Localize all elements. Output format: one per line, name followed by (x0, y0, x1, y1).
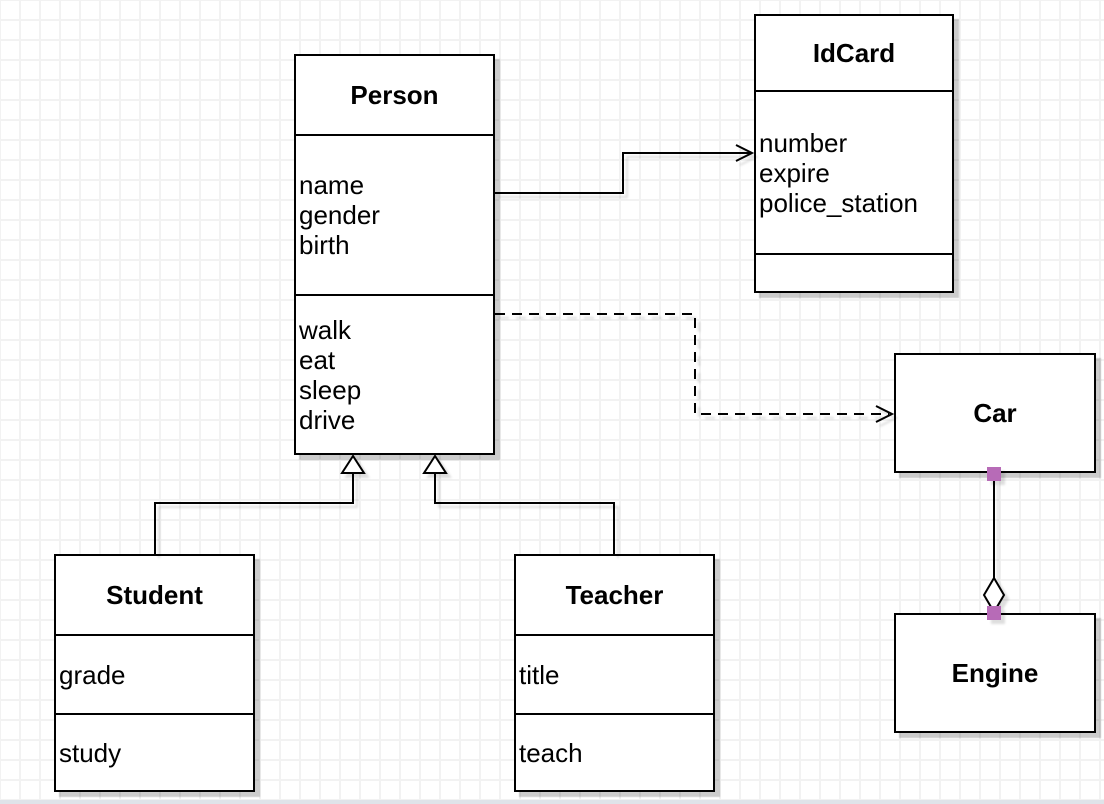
attribute-item: name (299, 170, 365, 200)
edge-person-car[interactable] (495, 313, 895, 423)
generalization-triangle-icon (422, 454, 448, 474)
method-item: sleep (299, 374, 362, 405)
attributes-compartment: name gender birth (296, 134, 493, 294)
methods-compartment: teach (516, 713, 713, 790)
class-title-student: Student (106, 579, 203, 610)
attribute-item: expire (759, 157, 830, 188)
method-item: eat (299, 344, 336, 375)
class-box-car[interactable]: Car (894, 353, 1096, 473)
aggregation-diamond-icon (982, 576, 1006, 614)
canvas-bottom-edge (0, 800, 1104, 804)
method-item: drive (299, 404, 356, 435)
attribute-item: number (759, 127, 848, 158)
class-box-idcard[interactable]: IdCard number expire police_station (754, 14, 954, 293)
attribute-item: birth (299, 230, 350, 260)
open-arrowhead-icon (735, 144, 755, 162)
methods-compartment: walk eat sleep drive (296, 294, 493, 453)
attributes-compartment: title (516, 634, 713, 713)
edge-student-person[interactable] (154, 454, 366, 554)
attribute-item: grade (59, 659, 126, 690)
edge-car-engine[interactable] (982, 467, 1006, 620)
attributes-compartment: grade (56, 634, 253, 713)
class-title-engine: Engine (951, 657, 1039, 688)
attribute-item: police_station (759, 187, 918, 218)
class-title-teacher: Teacher (565, 579, 664, 610)
method-item: study (59, 737, 122, 768)
class-box-teacher[interactable]: Teacher title teach (514, 554, 715, 792)
class-box-person[interactable]: Person name gender birth walk eat sleep … (294, 54, 495, 455)
class-title-person: Person (350, 79, 439, 110)
class-title-car: Car (973, 397, 1017, 428)
edge-person-idcard[interactable] (495, 144, 755, 194)
attribute-item: gender (299, 200, 380, 230)
edge-teacher-person[interactable] (422, 454, 615, 554)
method-item: walk (299, 314, 352, 345)
attributes-compartment: number expire police_station (756, 90, 952, 253)
class-box-engine[interactable]: Engine (894, 613, 1096, 733)
methods-compartment (756, 253, 952, 291)
generalization-triangle-icon (340, 454, 366, 474)
method-item: teach (519, 737, 583, 768)
methods-compartment: study (56, 713, 253, 790)
attribute-item: title (519, 659, 560, 690)
class-title-idcard: IdCard (812, 37, 896, 68)
class-box-student[interactable]: Student grade study (54, 554, 255, 792)
open-arrowhead-icon (875, 405, 895, 423)
